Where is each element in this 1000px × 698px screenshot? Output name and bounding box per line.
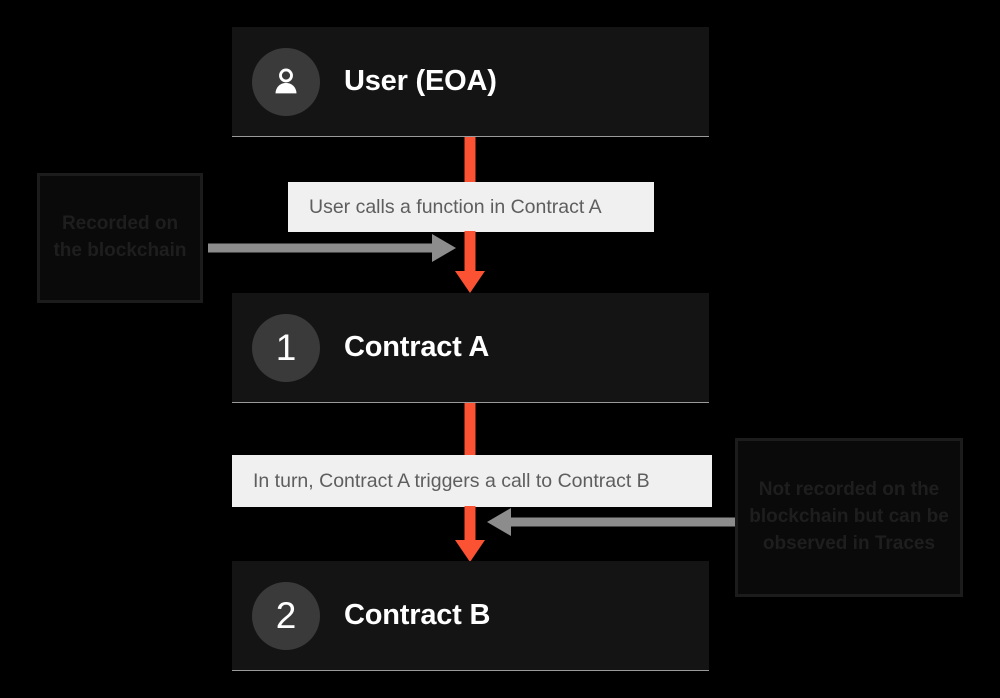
connector-stem [509,517,735,527]
note-left-text: Recorded on the blockchain [53,213,187,261]
node-user-label: User (EOA) [344,65,497,97]
flow-arrow-user-to-a-lower [455,231,485,293]
node-contract-a-label: Contract A [344,331,490,363]
step-number-badge-2: 2 [252,581,320,650]
arrowhead-right-icon [432,234,456,262]
flow-arrow-a-to-b-lower [455,506,485,562]
avatar [252,47,320,116]
step-label-text: In turn, Contract A triggers a call to C… [253,469,650,492]
note-not-recorded-on-blockchain: Not recorded on the blockchain but can b… [735,438,963,597]
arrow-stem [464,231,476,273]
step-label-text: User calls a function in Contract A [309,195,602,218]
node-contract-b-label: Contract B [344,599,491,631]
arrow-stem [464,403,476,456]
arrow-stem [464,506,476,542]
connector-arrow-right [487,508,735,536]
person-icon [275,68,297,93]
step-label-user-calls-contract-a: User calls a function in Contract A [288,182,654,232]
node-user[interactable]: User (EOA) [232,27,709,137]
step-number-badge-1: 1 [252,313,320,382]
step-label-contract-a-triggers-contract-b: In turn, Contract A triggers a call to C… [232,455,712,507]
arrowhead-left-icon [487,508,511,536]
node-contract-a[interactable]: 1 Contract A [232,293,709,403]
node-contract-b[interactable]: 2 Contract B [232,561,709,671]
arrow-stem [464,137,476,183]
connector-arrow-left [208,234,456,262]
flow-arrow-user-to-a-upper [455,137,485,183]
note-recorded-on-blockchain: Recorded on the blockchain [37,173,203,303]
flow-arrow-a-to-b-upper [455,403,485,456]
note-right-text: Not recorded on the blockchain but can b… [749,479,949,554]
arrowhead-down-icon [455,540,485,562]
arrowhead-down-icon [455,271,485,293]
connector-stem [208,243,434,253]
